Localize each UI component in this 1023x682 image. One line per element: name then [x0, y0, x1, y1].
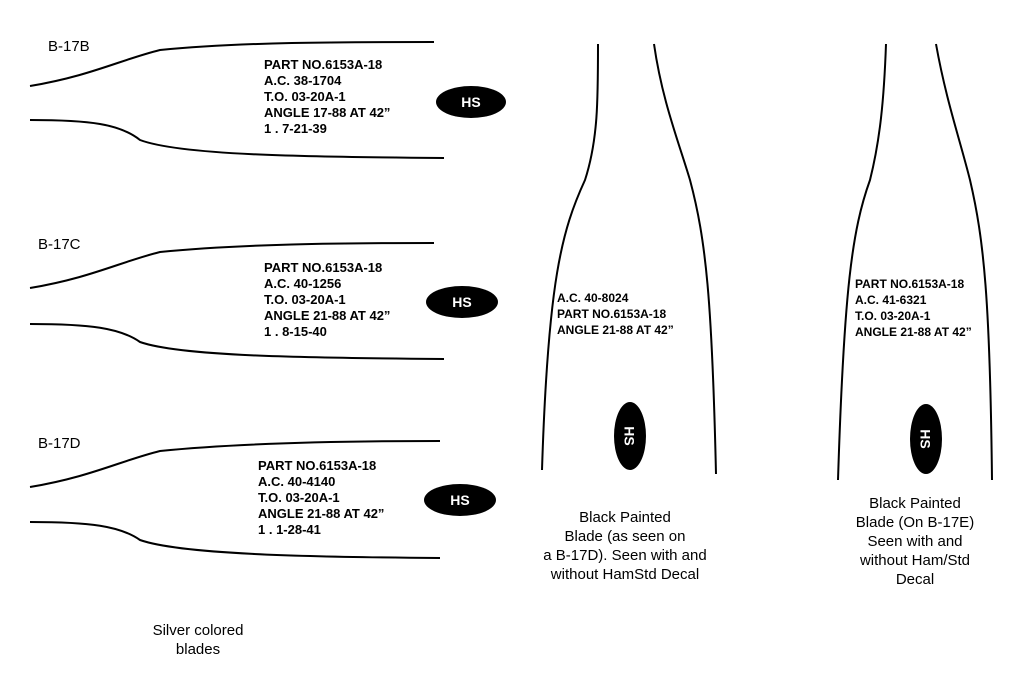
vertical-blade-1-outline: [541, 43, 717, 475]
hs-decal-b17b: HS: [436, 86, 506, 118]
marking-line: PART NO.6153A-18: [264, 260, 383, 275]
hs-decal-vertical-1: HS: [614, 402, 646, 470]
marking-line: 1 . 1-28-41: [258, 522, 321, 537]
marking-line: ANGLE 21-88 AT 42”: [258, 506, 385, 521]
marking-line: T.O. 03-20A-1: [855, 309, 931, 323]
model-label-b17c: B-17C: [38, 236, 81, 253]
blade-b17d-markings: PART NO.6153A-18 A.C. 40-4140 T.O. 03-20…: [258, 458, 384, 538]
vertical-blade-1-markings: A.C. 40-8024 PART NO.6153A-18 ANGLE 21-8…: [557, 290, 674, 338]
marking-line: T.O. 03-20A-1: [258, 490, 340, 505]
blade-b17b-outline: [29, 41, 445, 159]
marking-line: PART NO.6153A-18: [557, 307, 667, 321]
marking-line: ANGLE 21-88 AT 42”: [855, 325, 972, 339]
hs-decal-b17d: HS: [424, 484, 496, 516]
marking-line: ANGLE 21-88 AT 42”: [264, 308, 391, 323]
marking-line: 1 . 7-21-39: [264, 121, 327, 136]
marking-line: 1 . 8-15-40: [264, 324, 327, 339]
vertical-blade-2-markings: PART NO.6153A-18 A.C. 41-6321 T.O. 03-20…: [855, 276, 972, 340]
model-label-b17d: B-17D: [38, 435, 81, 452]
hs-decal-vertical-2: HS: [910, 404, 942, 474]
marking-line: A.C. 40-8024: [557, 291, 629, 305]
hs-decal-b17c: HS: [426, 286, 498, 318]
vertical-blade-2-caption: Black Painted Blade (On B-17E) Seen with…: [855, 495, 975, 588]
model-label-b17b: B-17B: [48, 38, 90, 55]
marking-line: A.C. 40-1256: [264, 276, 342, 291]
vertical-blade-1-caption: Black Painted Blade (as seen on a B-17D)…: [543, 509, 707, 583]
silver-blades-caption: Silver colored blades: [152, 622, 244, 658]
blade-b17b-markings: PART NO.6153A-18 A.C. 38-1704 T.O. 03-20…: [264, 57, 390, 137]
marking-line: ANGLE 17-88 AT 42”: [264, 105, 391, 120]
marking-line: A.C. 41-6321: [855, 293, 927, 307]
marking-line: T.O. 03-20A-1: [264, 292, 346, 307]
marking-line: A.C. 40-4140: [258, 474, 336, 489]
marking-line: PART NO.6153A-18: [258, 458, 377, 473]
marking-line: A.C. 38-1704: [264, 73, 342, 88]
marking-line: ANGLE 21-88 AT 42”: [557, 323, 674, 337]
marking-line: T.O. 03-20A-1: [264, 89, 346, 104]
marking-line: PART NO.6153A-18: [855, 277, 965, 291]
blade-b17c-markings: PART NO.6153A-18 A.C. 40-1256 T.O. 03-20…: [264, 260, 390, 340]
vertical-blade-2-outline: [837, 43, 993, 481]
blade-b17c-outline: [29, 242, 445, 360]
marking-line: PART NO.6153A-18: [264, 57, 383, 72]
blade-b17d-outline: [29, 440, 441, 559]
